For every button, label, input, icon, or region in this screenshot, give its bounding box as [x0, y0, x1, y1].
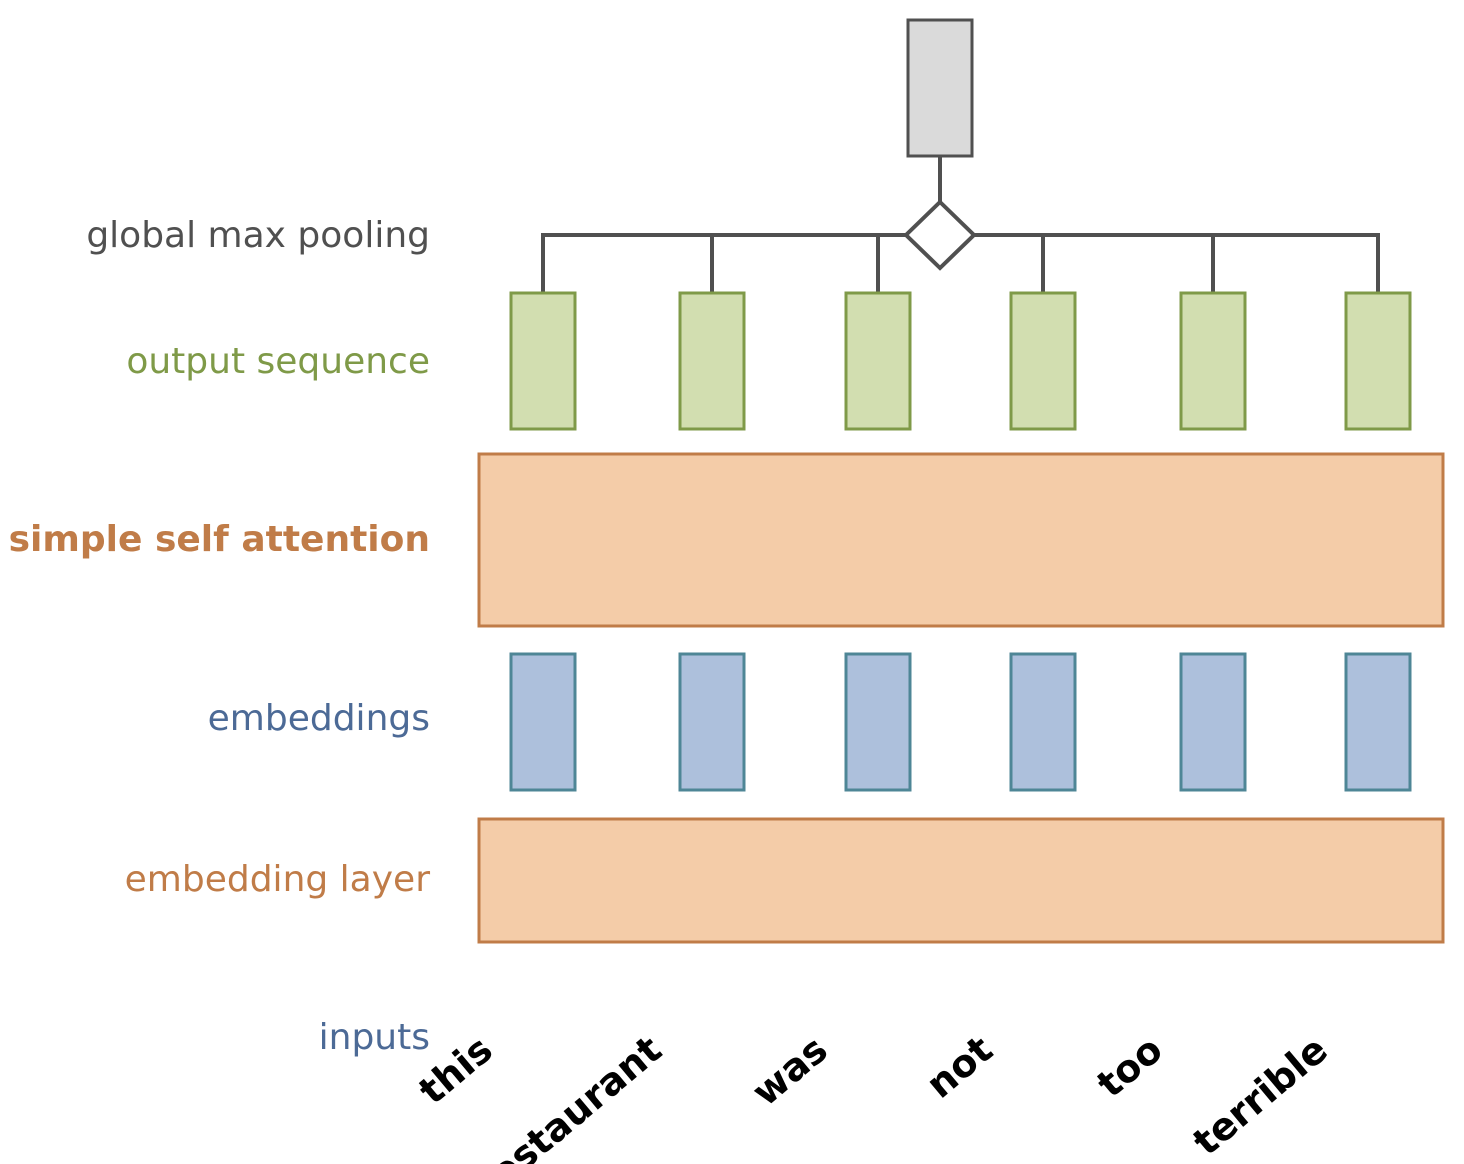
output-sequence-boxes — [509, 291, 1412, 431]
embedding-boxes — [509, 652, 1412, 792]
output-vector — [844, 291, 912, 431]
output-vector — [1344, 291, 1412, 431]
embedding-vector — [1344, 652, 1412, 792]
embedding-layer — [477, 817, 1445, 944]
output-vector — [509, 291, 577, 431]
embedding-vector — [1179, 652, 1247, 792]
input-token-restaurant: restaurant — [467, 1027, 670, 1164]
input-token-too: too — [1089, 1027, 1171, 1106]
label-embeddings: embeddings — [208, 698, 430, 739]
input-token-not: not — [918, 1027, 1001, 1107]
input-token-was: was — [744, 1027, 836, 1114]
embedding-vector — [1009, 652, 1077, 792]
embedding-vector — [678, 652, 746, 792]
label-inputs: inputs — [319, 1017, 430, 1058]
output-vector — [1009, 291, 1077, 431]
max-pooling-diamond — [903, 199, 977, 271]
pooled-output-vector — [906, 18, 974, 158]
output-vector — [1179, 291, 1247, 431]
label-global-max-pooling: global max pooling — [86, 215, 430, 256]
input-token-terrible: terrible — [1185, 1027, 1336, 1164]
label-output-sequence: output sequence — [126, 341, 430, 382]
simple-self-attention-layer — [477, 452, 1445, 628]
output-vector — [678, 291, 746, 431]
embedding-vector — [509, 652, 577, 792]
label-simple-self-attention: simple self attention — [9, 519, 430, 560]
label-embedding-layer: embedding layer — [125, 859, 431, 900]
embedding-vector — [844, 652, 912, 792]
pooling-connectors — [541, 235, 1380, 293]
